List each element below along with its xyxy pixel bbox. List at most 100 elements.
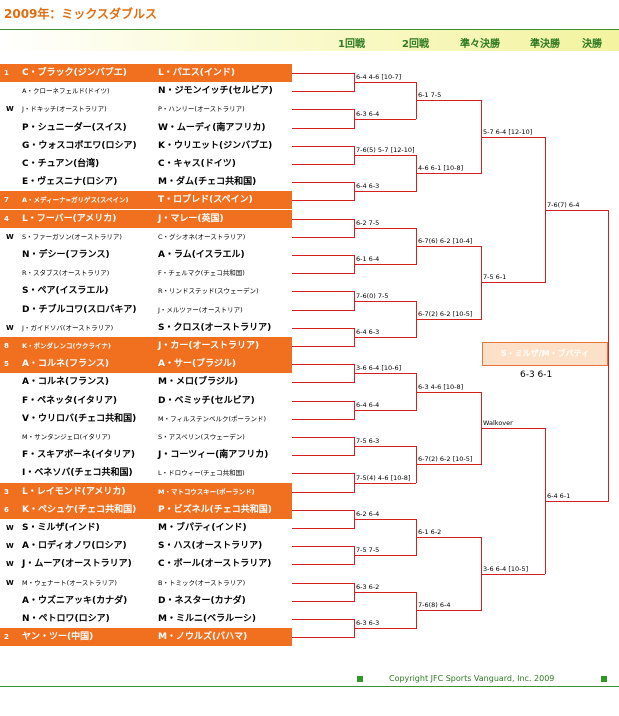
seed-row-bg [0, 500, 292, 519]
player-a: S・ペア(イスラエル) [22, 286, 109, 297]
score-r1: 7-6(0) 7-5 [356, 291, 389, 300]
bracket-line [416, 537, 481, 539]
bracket-line [292, 91, 354, 93]
player-a: M・サンタンジェロ(イタリア) [22, 433, 111, 441]
seed-number: 4 [4, 214, 9, 223]
player-a: A・ウズニアッキ(カナダ) [22, 595, 128, 606]
bracket-line [292, 437, 354, 438]
bracket-line [608, 209, 609, 502]
bracket-line [292, 582, 354, 584]
bracket-line [292, 236, 354, 238]
score-r1: 7-5 6-3 [356, 437, 380, 446]
score-r2: 6-1 6-2 [418, 528, 442, 537]
bracket-line [354, 482, 416, 484]
wildcard-mark: W [6, 105, 14, 114]
player-b: S・アスペリン(スウェーデン) [158, 433, 245, 441]
seed-number: 7 [4, 196, 9, 205]
bracket-line [545, 209, 608, 211]
player-b: M・ブパティ(インド) [158, 523, 247, 533]
player-b: C・ボール(オーストラリア) [158, 559, 272, 570]
bracket-line [354, 555, 416, 557]
seed-row-bg [0, 191, 292, 210]
player-a: I・ベネソバ(チェコ共和国) [22, 468, 133, 479]
bracket-line [292, 528, 354, 529]
bracket-line [292, 255, 354, 256]
player-a: M・ウェナート(オーストラリア) [22, 578, 117, 587]
bracket-line [354, 373, 416, 375]
bracket-line [292, 600, 354, 602]
player-b: A・サー(ブラジル) [158, 359, 237, 370]
bracket-line [354, 118, 416, 120]
score-qf: 7-5 6-1 [483, 273, 507, 282]
bracket-line [292, 145, 354, 147]
bracket-line [416, 100, 481, 102]
seed-row-bg [0, 209, 292, 228]
player-a: F・スキアボーネ(イタリア) [22, 450, 136, 461]
seed-number: 6 [4, 505, 9, 514]
bracket-line [354, 628, 416, 630]
bracket-line [292, 200, 354, 202]
bracket-line [292, 309, 354, 311]
score-r1: 3-6 6-4 [10-6] [356, 364, 402, 373]
player-a: J・ガイドソバ(オーストラリア) [22, 323, 114, 332]
bracket-line [481, 573, 545, 575]
player-b: J・コーツィー(南アフリカ) [158, 450, 269, 461]
seed-number: 1 [4, 69, 9, 77]
bracket-line [481, 282, 545, 284]
bracket-line [481, 136, 545, 138]
player-b: B・トミック(オーストラリア) [158, 578, 246, 587]
score-r1: 6-4 6-3 [356, 327, 380, 336]
player-b: T・ロブレド(スペイン) [158, 195, 253, 206]
score-r1: 6-1 6-4 [356, 255, 380, 264]
final-score: 6-3 6-1 [520, 370, 553, 380]
score-r2: 6-3 4-6 [10-8] [418, 382, 464, 391]
player-b: P・ビズネル(チェコ共和国) [158, 504, 272, 515]
score-r2: 6-7(6) 6-2 [10-4] [418, 236, 473, 245]
score-r2: 7-6(8) 6-4 [418, 600, 451, 609]
green-square-icon [357, 676, 363, 682]
bracket-line [416, 318, 481, 320]
bracket-line [354, 591, 416, 593]
player-a: R・スタブス(オーストラリア) [22, 269, 110, 278]
seed-row-bg [0, 337, 292, 355]
bracket-line [354, 227, 416, 229]
player-a: C・ブラック(ジンバブエ) [22, 68, 127, 78]
player-b: M・ノウルズ(バハマ) [158, 632, 248, 643]
seed-row-bg [0, 64, 292, 82]
seed-number: 8 [4, 342, 9, 350]
score-qf: Walkover [483, 418, 513, 427]
player-b: M・マトコウスキー(ポーランド) [158, 487, 255, 496]
copyright: Copyright JFC Sports Vanguard, Inc. 2009 [389, 674, 555, 683]
wildcard-mark: W [6, 323, 14, 332]
player-a: S・ファーガソン(オーストラリア) [22, 232, 122, 241]
round-header-1: 1回戦 [338, 39, 365, 50]
bracket-line [292, 218, 354, 220]
bracket-line [292, 327, 354, 329]
bracket-line [354, 518, 416, 520]
score-r1: 7-5 7-5 [356, 546, 380, 555]
seed-number: 2 [4, 633, 9, 642]
seed-row-bg [0, 355, 292, 374]
score-r2: 4-6 6-1 [10-8] [418, 164, 464, 173]
bracket-line [354, 82, 416, 84]
player-a: L・レイモンド(アメリカ) [22, 486, 126, 497]
score-qf: 5-7 6-4 [12-10] [483, 127, 533, 136]
player-a: J・ドキッチ(オーストラリア) [22, 105, 107, 114]
bracket-line [292, 491, 354, 493]
seed-row-bg [0, 482, 292, 501]
score-r2: 6-7(2) 6-2 [10-5] [418, 455, 473, 464]
bracket-line [292, 564, 354, 566]
player-a: A・コルネ(フランス) [22, 359, 110, 370]
player-b: W・ムーディ(南アフリカ) [158, 122, 266, 133]
player-b: P・ハンリー(オーストラリア) [158, 105, 245, 114]
bracket-line [416, 609, 481, 611]
bracket-line [481, 427, 545, 429]
score-sf: 7-6(7) 6-4 [547, 200, 580, 209]
bracket-line [292, 455, 354, 457]
player-b: J・マレー(英国) [158, 213, 224, 224]
wildcard-mark: W [6, 232, 14, 241]
player-a: A・ロディオノワ(ロシア) [22, 541, 127, 552]
bracket-line [292, 382, 354, 384]
score-r1: 6-4 4-6 [10-7] [356, 73, 402, 82]
round-header-qf: 準々決勝 [460, 39, 500, 50]
